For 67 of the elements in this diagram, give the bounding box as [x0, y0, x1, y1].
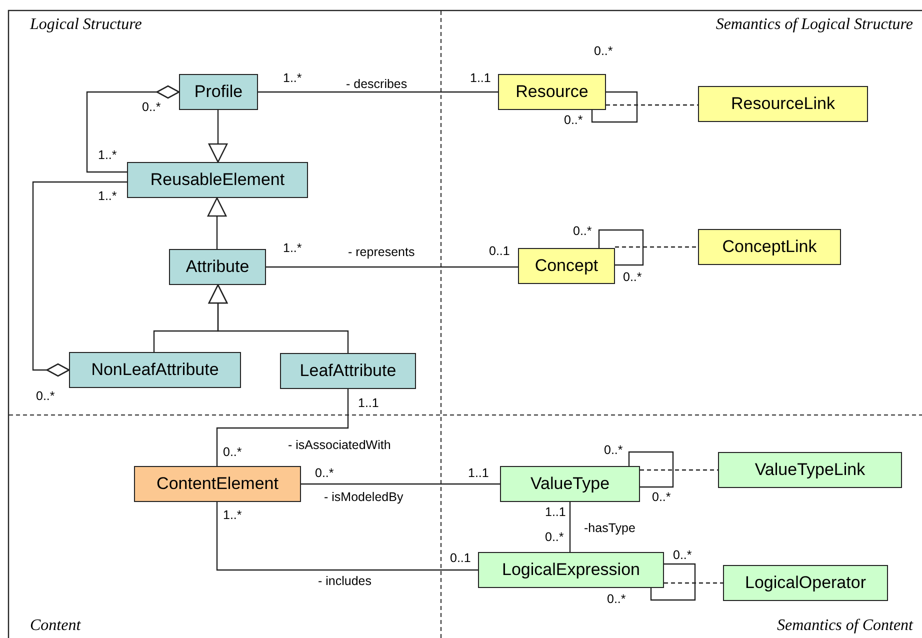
generalization-arrow — [208, 284, 349, 353]
multiplicity-label: 1..* — [283, 241, 302, 255]
multiplicity-label: 1..* — [283, 71, 302, 85]
generalization-arrow — [208, 110, 228, 163]
edge-label: - isModeledBy — [323, 490, 404, 504]
class-box: NonLeafAttribute — [69, 352, 241, 388]
class-box: LeafAttribute — [280, 353, 416, 389]
class-box: LogicalOperator — [723, 565, 888, 601]
class-box: ReusableElement — [127, 162, 308, 198]
multiplicity-label: 0..* — [142, 100, 161, 114]
class-box: ConceptLink — [698, 229, 841, 265]
multiplicity-label: 0..* — [564, 113, 583, 127]
association-line — [650, 563, 696, 601]
multiplicity-label: 1..* — [98, 189, 117, 203]
multiplicity-label: 1..1 — [545, 505, 566, 519]
edge-label: - describes — [345, 77, 408, 91]
association-line — [598, 229, 644, 266]
class-box: LogicalExpression — [478, 552, 664, 588]
multiplicity-label: 0..* — [223, 445, 242, 459]
association-line — [628, 451, 674, 488]
edge-label: - includes — [317, 574, 372, 588]
multiplicity-label: 0..1 — [489, 244, 510, 258]
edge-label: -hasType — [583, 521, 636, 535]
association-line — [569, 502, 571, 552]
multiplicity-label: 1..1 — [468, 466, 489, 480]
multiplicity-label: 0..* — [594, 44, 613, 58]
section-title: Logical Structure — [30, 16, 142, 34]
aggregation-line — [32, 181, 127, 377]
association-line — [258, 91, 498, 93]
association-line — [216, 389, 349, 466]
multiplicity-label: 0..* — [607, 592, 626, 606]
section-title: Semantics of Content — [777, 617, 913, 635]
association-line — [266, 266, 518, 268]
class-box: Attribute — [169, 249, 266, 285]
dashed-line — [640, 469, 718, 471]
class-box: Profile — [179, 74, 258, 110]
class-box: Concept — [518, 248, 615, 284]
generalization-arrow — [207, 197, 227, 249]
dashed-line — [615, 246, 698, 248]
class-box: ValueType — [500, 466, 640, 502]
multiplicity-label: 0..1 — [450, 551, 471, 565]
multiplicity-label: 0..* — [315, 466, 334, 480]
class-box: ResourceLink — [698, 86, 868, 122]
class-box: ValueTypeLink — [718, 452, 902, 488]
multiplicity-label: 0..* — [623, 270, 642, 284]
dashed-line — [664, 582, 723, 584]
aggregation-line — [86, 85, 180, 173]
class-box: Resource — [498, 74, 606, 110]
association-line — [216, 502, 478, 571]
multiplicity-label: 0..* — [545, 530, 564, 544]
multiplicity-label: 1..* — [223, 508, 242, 522]
edge-label: - isAssociatedWith — [287, 438, 392, 452]
multiplicity-label: 1..1 — [470, 71, 491, 85]
edge-label: - represents — [347, 245, 416, 259]
class-box: ContentElement — [134, 466, 301, 502]
association-line — [591, 91, 638, 123]
section-title: Content — [30, 617, 81, 635]
multiplicity-label: 1..* — [98, 148, 117, 162]
multiplicity-label: 0..* — [673, 548, 692, 562]
multiplicity-label: 0..* — [36, 389, 55, 403]
multiplicity-label: 0..* — [604, 443, 623, 457]
dashed-line — [606, 104, 698, 106]
multiplicity-label: 0..* — [652, 490, 671, 504]
association-line — [301, 483, 500, 485]
section-title: Semantics of Logical Structure — [716, 16, 913, 34]
multiplicity-label: 0..* — [573, 224, 592, 238]
multiplicity-label: 1..1 — [358, 396, 379, 410]
